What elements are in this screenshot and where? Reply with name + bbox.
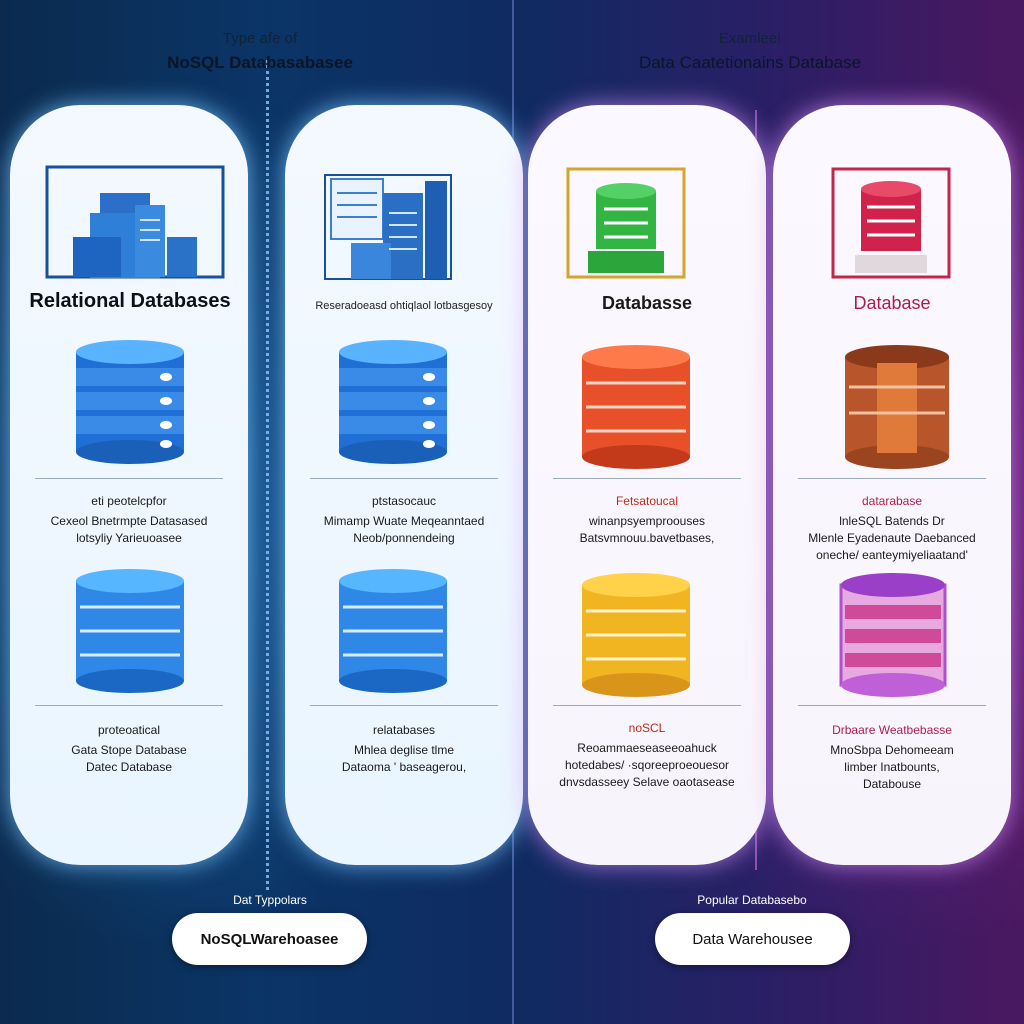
block-line: Gata Stope Database — [71, 743, 187, 757]
database-icon — [839, 573, 947, 697]
block-line: lnleSQL Batends Dr — [839, 514, 945, 528]
block-label: Fetsatoucal — [615, 494, 679, 508]
separator — [35, 705, 223, 706]
header-left-sub: Type afe of — [222, 30, 298, 47]
block-label: relatabases — [372, 723, 436, 737]
column-database-green: Databasse Fetsatoucal winanpsyemproouses… — [528, 105, 766, 865]
database-icon — [76, 340, 184, 464]
block-line: Mimamp Wuate Meqeanntaed — [323, 514, 485, 528]
block-line: dnvsdasseey Selave oaotasease — [559, 775, 735, 789]
block-line: Mhlea deglise tlme — [353, 743, 455, 757]
text-block-1: Fetsatoucal winanpsyemproouses Batsvmnou… — [538, 493, 756, 547]
block-line: Datec Database — [85, 760, 173, 774]
header-right: Examlee! Data Caatetionains Database — [560, 30, 940, 110]
column-database-red: Database datarabase lnleSQL Batends Dr M… — [773, 105, 1011, 865]
block-label: datarabase — [861, 494, 923, 508]
column-relational: Relational Databases eti peotelcpfor Cex… — [10, 105, 248, 865]
server-rack-icon — [324, 174, 452, 280]
text-block-1: ptstasocauc Mimamp Wuate Meqeanntaed Neo… — [295, 493, 513, 547]
block-line: Reoammaeseaseeoahuck — [577, 741, 717, 755]
block-label: Drbaare Weatbebasse — [832, 723, 952, 737]
divider-left — [266, 60, 269, 890]
block-line: winanpsyemproouses — [588, 514, 706, 528]
header-left: Type afe of NoSQL Databasabasee — [70, 30, 450, 110]
header-left-title: NoSQL Databasabasee — [167, 53, 353, 72]
block-label: ptstasocauc — [371, 494, 437, 508]
block-line: MnoSbpa Dehomeeam — [830, 743, 954, 757]
footer-left-label: Dat Typpolars — [233, 893, 307, 907]
header-right-title: Data Caatetionains Database — [638, 53, 862, 72]
block-label: eti peotelcpfor — [91, 494, 167, 508]
separator — [310, 705, 498, 706]
footer-left-pill[interactable]: NoSQLWarehoasee — [172, 913, 367, 965]
block-label: noSCL — [628, 721, 666, 735]
text-block-2: noSCL Reoammaeseaseeoahuck hotedabes/ ·s… — [538, 720, 756, 791]
block-line: Mlenle Eyadenaute Daebanced — [808, 531, 976, 545]
database-icon — [339, 569, 447, 693]
separator — [553, 705, 741, 706]
text-block-1: eti peotelcpfor Cexeol Bnetrmpte Datasas… — [20, 493, 238, 547]
database-frame-icon — [566, 167, 686, 279]
block-line: Dataoma ' baseagerou, — [341, 760, 467, 774]
separator — [553, 478, 741, 479]
separator — [35, 478, 223, 479]
block-label: proteoatical — [97, 723, 161, 737]
footer-right-pill[interactable]: Data Warehousee — [655, 913, 850, 965]
text-block-2: relatabases Mhlea deglise tlme Dataoma '… — [295, 722, 513, 776]
database-icon — [845, 345, 949, 469]
database-icon — [339, 340, 447, 464]
column-nonrelational: Reseradoeasd ohtiqlaol lotbasgesoy ptsta… — [285, 105, 523, 865]
header-right-sub: Examlee! — [718, 30, 782, 47]
text-block-1: datarabase lnleSQL Batends Dr Mlenle Eya… — [783, 493, 1001, 564]
separator — [798, 478, 986, 479]
database-icon — [582, 573, 690, 697]
database-icon — [582, 345, 690, 469]
block-line: hotedabes/ ·sqoreeproeouesor — [564, 758, 730, 772]
database-frame-icon — [831, 167, 951, 279]
text-block-2: proteoatical Gata Stope Database Datec D… — [20, 722, 238, 776]
column-heading: Databasse — [601, 293, 693, 313]
block-line: limber Inatbounts, — [844, 760, 940, 774]
column-heading: Reseradoeasd ohtiqlaol lotbasgesoy — [315, 300, 493, 312]
column-heading: Database — [853, 293, 931, 313]
footer-right-label: Popular Databasebo — [697, 893, 807, 907]
separator — [310, 478, 498, 479]
column-heading: Relational Databases — [29, 290, 231, 312]
block-line: Databouse — [862, 777, 922, 791]
database-icon — [76, 569, 184, 693]
block-line: Neob/ponnendeing — [353, 531, 455, 545]
block-line: Batsvmnouu.bavetbases, — [579, 531, 715, 545]
block-line: oneche/ eanteymiyeliaatand' — [816, 548, 968, 562]
server-rack-icon — [45, 165, 225, 279]
separator — [798, 705, 986, 706]
text-block-2: Drbaare Weatbebasse MnoSbpa Dehomeeam li… — [783, 722, 1001, 793]
block-line: lotsyliy Yarieuoasee — [76, 531, 182, 545]
block-line: Cexeol Bnetrmpte Datasased — [50, 514, 208, 528]
